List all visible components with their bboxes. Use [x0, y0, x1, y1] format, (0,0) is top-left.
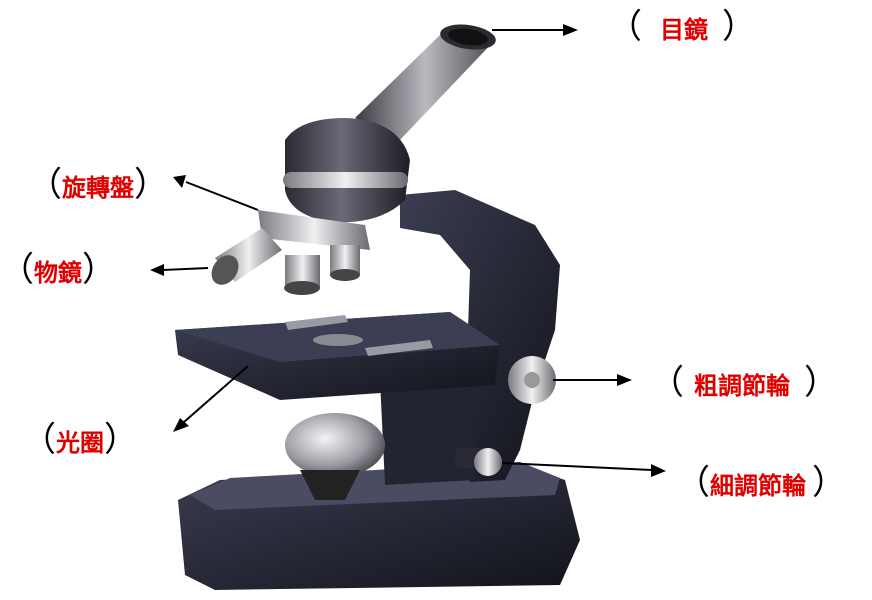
paren-close: ） — [104, 420, 138, 460]
label-revolving-nosepiece-text: 旋轉盤 — [62, 173, 134, 202]
label-fine-adjustment: （細調節輪） — [676, 466, 846, 500]
label-diaphragm: （光圈） — [22, 423, 138, 457]
paren-close: ） — [804, 363, 838, 403]
eyepiece-tube — [355, 21, 497, 140]
label-objective-lens-text: 物鏡 — [34, 258, 82, 287]
label-eyepiece: （ 目鏡 ） — [608, 10, 756, 44]
label-coarse-adjustment-text: 粗調節輪 — [694, 371, 790, 400]
coarse-adjustment-knob — [508, 356, 556, 404]
label-diaphragm-text: 光圈 — [56, 428, 104, 457]
label-coarse-adjustment: （ 粗調節輪 ） — [650, 366, 838, 400]
paren-open: （ — [28, 165, 62, 205]
label-fine-adjustment-text: 細調節輪 — [710, 471, 806, 500]
paren-open: （ — [0, 250, 34, 290]
paren-close: ） — [82, 250, 116, 290]
arrow-diaphragm — [184, 366, 248, 422]
paren-open: （ — [650, 363, 684, 403]
arrow-nosepiece — [186, 182, 258, 210]
arrow-objective — [163, 268, 208, 270]
label-eyepiece-text: 目鏡 — [660, 15, 708, 44]
microscope-base — [178, 462, 580, 590]
microscope-head — [283, 118, 410, 222]
paren-open: （ — [676, 463, 710, 503]
paren-close: ） — [134, 165, 168, 205]
paren-close: ） — [722, 7, 756, 47]
label-objective-lens: （物鏡） — [0, 253, 116, 287]
label-revolving-nosepiece: （旋轉盤） — [28, 168, 168, 202]
paren-open: （ — [22, 420, 56, 460]
paren-close: ） — [812, 463, 846, 503]
paren-open: （ — [608, 7, 642, 47]
